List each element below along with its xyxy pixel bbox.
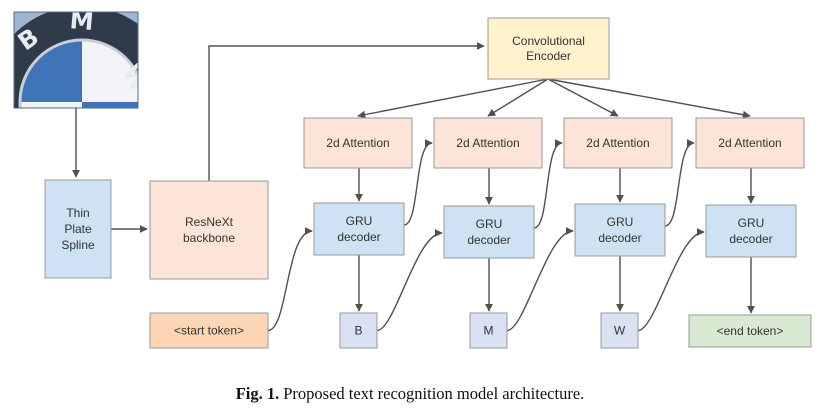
edge-output-3-to-gru-4	[637, 228, 705, 332]
thin-plate-spline-node-box	[44, 179, 112, 279]
bmw-logo-input-image: BMW	[13, 6, 139, 109]
output-token-node-3: W	[600, 312, 639, 349]
output-token-node-3-label: W	[614, 324, 626, 338]
gru-decoder-node-4-box	[705, 204, 797, 258]
gru-decoder-node-1-label: GRU	[346, 214, 373, 228]
output-token-node-2-box	[469, 312, 508, 349]
attention-node-3-box	[563, 117, 673, 169]
edge-encoder-to-attention-3	[547, 78, 619, 117]
attention-node-3-label: 2d Attention	[586, 136, 649, 150]
gru-decoder-node-4-label: decoder	[729, 232, 772, 246]
architecture-diagram: BMW ThinPlateSplineResNeXtbackboneConvol…	[13, 6, 812, 349]
convolutional-encoder-node-box	[487, 17, 610, 80]
resnext-backbone-node-label: backbone	[183, 231, 235, 245]
gru-decoder-node-2-label: GRU	[476, 217, 503, 231]
gru-decoder-node-1: GRU decoder	[313, 202, 405, 256]
logo-letter-m: M	[69, 6, 95, 36]
output-token-node-1-label: B	[354, 324, 362, 338]
end-token-node-box	[688, 314, 812, 348]
gru-decoder-node-1-box	[313, 202, 405, 256]
end-token-node: <end token>	[688, 314, 812, 348]
thin-plate-spline-node-label: Thin	[66, 206, 89, 220]
caption-text: Proposed text recognition model architec…	[283, 384, 585, 403]
gru-decoder-node-1-label: decoder	[337, 230, 380, 244]
edge-backbone-to-encoder	[208, 42, 485, 181]
edge-start-token-to-gru-1	[267, 227, 313, 332]
gru-decoder-node-4: GRU decoder	[705, 204, 797, 258]
start-token-node-label: <start token>	[174, 324, 244, 338]
resnext-backbone-node: ResNeXt backbone	[149, 180, 269, 280]
attention-node-3: 2d Attention	[563, 117, 673, 169]
output-token-node-1-box	[339, 312, 378, 349]
gru-decoder-node-3-label: GRU	[607, 215, 634, 229]
edge-output-1-to-gru-2	[376, 229, 443, 332]
gru-decoder-node-4-label: GRU	[738, 216, 765, 230]
attention-node-1-label: 2d Attention	[326, 136, 389, 150]
figure-caption: Fig. 1.Proposed text recognition model a…	[0, 384, 820, 404]
attention-node-1-box	[303, 117, 413, 169]
attention-node-4-label: 2d Attention	[718, 136, 781, 150]
convolutional-encoder-node-label: Encoder	[526, 49, 571, 63]
attention-node-4-box	[695, 117, 805, 169]
edge-encoder-to-attention-4	[547, 78, 751, 119]
output-token-node-1: B	[339, 312, 378, 349]
start-token-node: <start token>	[149, 312, 269, 349]
thin-plate-spline-node-label: Plate	[64, 222, 92, 236]
edge-encoder-to-attention-2	[487, 78, 549, 117]
thin-plate-spline-node-label: Spline	[61, 238, 95, 252]
edge-gru-3-to-attention-4	[664, 139, 695, 227]
edges	[72, 42, 755, 332]
edge-output-2-to-gru-3	[506, 227, 574, 332]
output-token-node-2-label: M	[484, 324, 494, 338]
resnext-backbone-node-label: ResNeXt	[185, 215, 234, 229]
gru-decoder-node-2: GRU decoder	[443, 205, 535, 259]
gru-decoder-node-3-box	[574, 203, 666, 257]
gru-decoder-node-2-label: decoder	[467, 233, 510, 247]
output-token-node-3-box	[600, 312, 639, 349]
resnext-backbone-node-box	[149, 180, 269, 280]
gru-decoder-node-3-label: decoder	[598, 231, 641, 245]
output-token-node-2: M	[469, 312, 508, 349]
edge-gru-1-to-attention-2	[403, 139, 433, 226]
edge-encoder-to-attention-1	[357, 78, 549, 119]
attention-node-2-label: 2d Attention	[456, 136, 519, 150]
attention-node-2: 2d Attention	[433, 117, 543, 169]
start-token-node-box	[149, 312, 269, 349]
gru-decoder-node-2-box	[443, 205, 535, 259]
caption-label: Fig. 1.	[235, 384, 280, 403]
edge-gru-2-to-attention-3	[533, 139, 563, 229]
gru-decoder-node-3: GRU decoder	[574, 203, 666, 257]
convolutional-encoder-node-label: Convolutional	[512, 34, 585, 48]
attention-node-2-box	[433, 117, 543, 169]
attention-node-4: 2d Attention	[695, 117, 805, 169]
attention-node-1: 2d Attention	[303, 117, 413, 169]
end-token-node-label: <end token>	[717, 324, 784, 338]
